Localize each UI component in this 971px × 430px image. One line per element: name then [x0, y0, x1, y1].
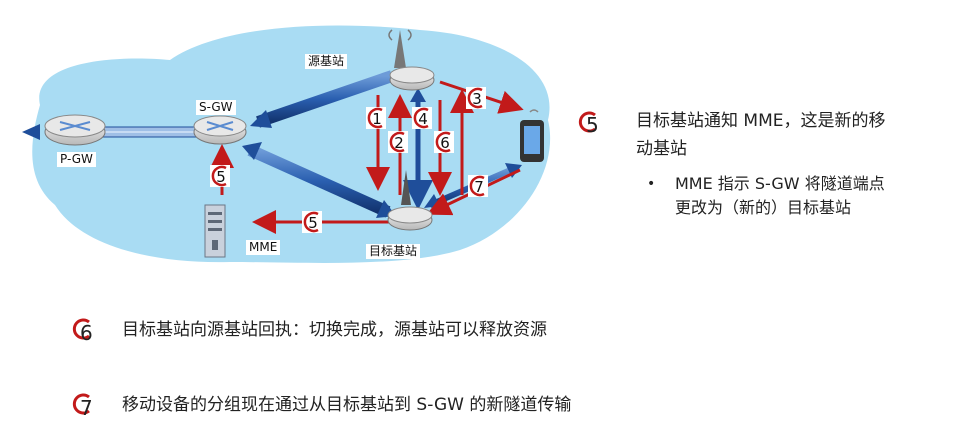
step6-text: 目标基站向源基站回执：切换完成，源基站可以释放资源 [122, 320, 547, 340]
mobile-device-icon [520, 109, 544, 162]
step7-text: 移动设备的分组现在通过从目标基站到 S-GW 的新隧道传输 [122, 395, 572, 415]
step-badge-5: 5 [210, 165, 230, 187]
step6-number: 6 [80, 321, 93, 345]
step7-arc-icon [72, 393, 90, 415]
step-badge-number: 3 [472, 90, 482, 108]
sgw-label: S-GW [196, 100, 236, 115]
step-badge-4: 4 [412, 107, 432, 129]
source-enb-icon [388, 29, 435, 91]
step5-text-line1: 目标基站通知 MME，这是新的移 [636, 111, 886, 131]
step-badge-3: 3 [466, 87, 486, 109]
step5-bullet: • MME 指示 S-GW 将隧道端点 更改为（新的）目标基站 [647, 172, 885, 220]
step5-bullet-line2: 更改为（新的）目标基站 [675, 198, 852, 217]
step5-text-line2: 动基站 [636, 139, 687, 159]
step-badge-number: 6 [440, 134, 450, 152]
step-badge-number: 7 [474, 178, 484, 196]
step-badge-5: 5 [302, 211, 322, 233]
step5-arc-icon [578, 111, 596, 133]
source-enb-label: 源基站 [305, 54, 348, 69]
pgw-router-icon [44, 114, 106, 146]
step5-bullet-line1: MME 指示 S-GW 将隧道端点 [675, 174, 885, 193]
step5-number: 5 [586, 113, 599, 137]
mme-label: MME [246, 240, 281, 255]
step-badge-6: 6 [434, 131, 454, 153]
step6-arc-icon [72, 318, 90, 340]
bullet-dot: • [647, 176, 656, 192]
step-badge-2: 2 [388, 131, 408, 153]
step-badges: 12 3 4 5 5 6 7 [210, 87, 488, 233]
step-badge-number: 5 [308, 214, 318, 232]
step-badge-number: 4 [418, 110, 428, 128]
target-enb-label: 目标基站 [366, 244, 421, 259]
pgw-label: P-GW [57, 152, 96, 167]
step-badge-number: 5 [216, 168, 226, 186]
step-badge-7: 7 [468, 175, 488, 197]
step-badge-number: 2 [394, 134, 404, 152]
sgw-source-tunnel [250, 70, 394, 128]
mme-server-icon [204, 204, 226, 258]
target-enb-icon [387, 170, 433, 231]
sgw-router-icon [193, 115, 247, 145]
step-badge-number: 1 [372, 110, 382, 128]
step7-number: 7 [80, 396, 93, 420]
network-cloud [32, 25, 551, 263]
network-diagram: 12 3 4 5 5 6 7 [22, 25, 551, 263]
step-badge-1: 1 [366, 107, 386, 129]
